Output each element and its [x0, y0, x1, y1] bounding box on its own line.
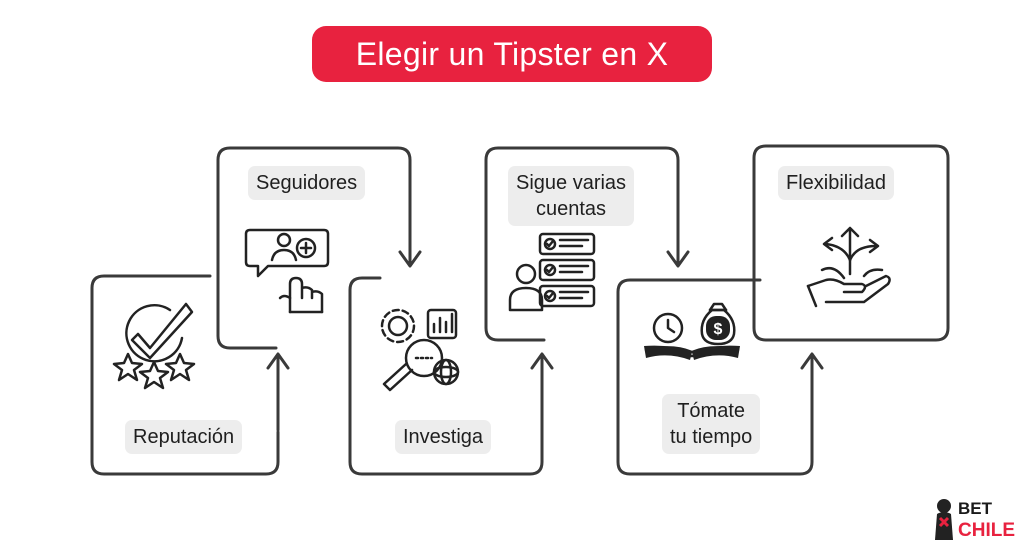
research-magnifier-icon [380, 308, 460, 392]
rating-check-stars-icon [112, 302, 196, 390]
step-label-sigue-line1: Sigue varias [516, 172, 627, 194]
step-box-tomate [616, 278, 814, 476]
step-box-flexibilidad [752, 144, 950, 342]
arrow-up-3 [530, 352, 554, 412]
betchile-logo: BET CHILE [935, 499, 1015, 541]
brand-line1: BET [958, 499, 993, 518]
follow-user-hand-icon [244, 228, 330, 314]
step-box-investiga [348, 276, 544, 476]
step-label-tomate-line1: Tómate [677, 400, 746, 422]
step-box-seguidores [216, 146, 412, 350]
step-label-tomate: Tómate tu tiempo [662, 394, 761, 454]
step-label-investiga: Investiga [395, 420, 492, 454]
arrow-up-5 [800, 352, 824, 412]
step-label-seguidores: Seguidores [248, 166, 366, 200]
step-box-reputacion [90, 274, 280, 476]
step-label-reputacion: Reputación [125, 420, 243, 454]
step-label-tomate-line2: tu tiempo [670, 426, 753, 448]
step-label-sigue-line2: cuentas [536, 198, 607, 220]
svg-text:$: $ [714, 321, 723, 338]
step-label-flexibilidad: Flexibilidad [778, 166, 895, 200]
arrow-up-1 [266, 352, 290, 432]
step-label-sigue: Sigue varias cuentas [508, 166, 635, 226]
brand-line2: CHILE [958, 520, 1015, 541]
user-checklist-icon [508, 232, 596, 312]
step-box-sigue [484, 146, 680, 342]
arrow-down-4 [666, 250, 690, 268]
arrow-down-2 [398, 250, 422, 268]
clock-money-balance-icon: $ [644, 302, 740, 360]
page-title: Elegir un Tipster en X [312, 26, 712, 82]
hand-arrows-icon [806, 226, 891, 308]
